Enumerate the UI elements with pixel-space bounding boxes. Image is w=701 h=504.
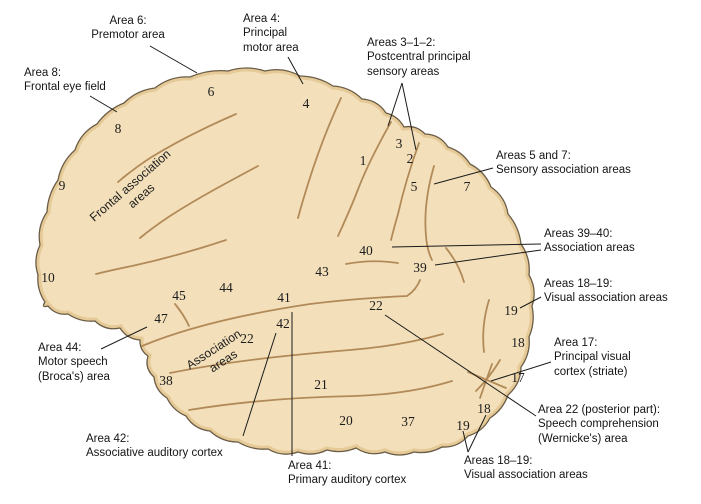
callout-area-22-posterior: Area 22 (posterior part): Speech compreh… (538, 404, 661, 445)
leader-areas312-b (401, 82, 417, 151)
callout-area-44: Area 44: Motor speech (Broca's) area (38, 342, 110, 383)
brodmann-numbers-group: 6 4 8 9 1 3 2 5 7 10 40 39 43 44 45 41 4… (41, 84, 525, 433)
leader-area42 (242, 332, 277, 437)
brodmann-42: 42 (276, 316, 290, 331)
brodmann-7: 7 (464, 179, 471, 194)
lateral-sylvian-fissure (141, 279, 421, 347)
leader-areas312-a (387, 82, 403, 127)
leader-area44 (100, 326, 148, 350)
leader-areas5and7 (433, 167, 494, 185)
intraparietal-sulcus (424, 165, 435, 261)
inferior-frontal-sulcus (95, 239, 227, 275)
leader-lines-group (89, 45, 552, 456)
callout-area-42: Area 42: Associative auditory cortex (86, 433, 223, 460)
leader-area8 (89, 95, 118, 113)
brodmann-4: 4 (303, 96, 310, 111)
callout-area-17: Area 17: Principal visual cortex (striat… (554, 337, 631, 378)
brodmann-43: 43 (315, 264, 329, 279)
leader-areas1819-bottom-a (462, 430, 469, 453)
callout-areas-18-19-right: Areas 18–19: Visual association areas (544, 278, 668, 305)
brodmann-5: 5 (411, 179, 418, 194)
callout-area-8: Area 8: Frontal eye field (24, 67, 106, 94)
brodmann-18-lower: 18 (477, 401, 491, 416)
brodmann-21: 21 (314, 377, 328, 392)
middle-frontal-sulcus (139, 165, 259, 239)
brodmann-45: 45 (172, 288, 186, 303)
brodmann-37: 37 (401, 414, 415, 429)
brain-outline-edge (35, 67, 535, 456)
brodmann-41: 41 (277, 290, 291, 305)
brodmann-1: 1 (360, 153, 367, 168)
callout-area-6: Area 6: Premotor area (91, 15, 165, 42)
brodmann-10: 10 (41, 270, 55, 285)
brodmann-22-posterior: 22 (369, 298, 383, 313)
callout-area-41: Area 41: Primary auditory cortex (288, 460, 407, 487)
occipital-cross-line-b (479, 363, 493, 399)
callout-areas-3-1-2: Areas 3–1–2: Postcentral principal senso… (367, 37, 471, 78)
central-sulcus (337, 121, 392, 237)
leader-areas3940-a (391, 243, 542, 248)
brodmann-47: 47 (154, 311, 168, 326)
leader-area6 (149, 45, 198, 74)
postcentral-sulcus (390, 142, 420, 241)
leader-area17 (490, 361, 552, 382)
superior-frontal-sulcus (117, 113, 237, 183)
brodmann-19-upper: 19 (504, 303, 518, 318)
brodmann-39: 39 (413, 260, 427, 275)
lunate-sulcus (475, 359, 501, 392)
callout-areas-18-19-bottom: Areas 18–19: Visual association areas (464, 455, 588, 482)
brodmann-44: 44 (219, 280, 233, 295)
brodmann-19-lower: 19 (456, 418, 470, 433)
superior-temporal-sulcus (169, 333, 444, 374)
leader-area22posterior (384, 314, 537, 417)
brain-outline (35, 68, 535, 455)
leader-areas1819-bottom-b (467, 414, 487, 453)
brodmann-8: 8 (115, 121, 122, 136)
leader-areas3940-b (434, 249, 542, 266)
anterior-ramus (174, 303, 190, 327)
callout-area-4: Area 4: Principal motor area (243, 13, 299, 54)
parieto-occipital-line (482, 299, 490, 353)
sulci-group (95, 97, 507, 411)
brodmann-20: 20 (339, 413, 353, 428)
brodmann-18-upper: 18 (511, 335, 525, 350)
precentral-sulcus (297, 97, 342, 219)
leader-area4 (287, 56, 304, 85)
callout-areas-5-and-7: Areas 5 and 7: Sensory association areas (496, 150, 631, 177)
angular-sulcus (445, 247, 465, 283)
brodmann-22-anterior: 22 (240, 331, 254, 346)
callout-areas-39-40: Areas 39–40: Association areas (544, 228, 635, 255)
brodmann-38: 38 (159, 373, 173, 388)
leader-areas1819-right (519, 296, 542, 309)
brodmann-9: 9 (59, 178, 66, 193)
brodmann-40: 40 (359, 243, 373, 258)
brodmann-6: 6 (208, 84, 215, 99)
brodmann-2: 2 (407, 151, 414, 166)
inferior-temporal-sulcus (188, 380, 453, 411)
supramarginal-sulcus (345, 260, 399, 265)
brodmann-3: 3 (396, 136, 403, 151)
